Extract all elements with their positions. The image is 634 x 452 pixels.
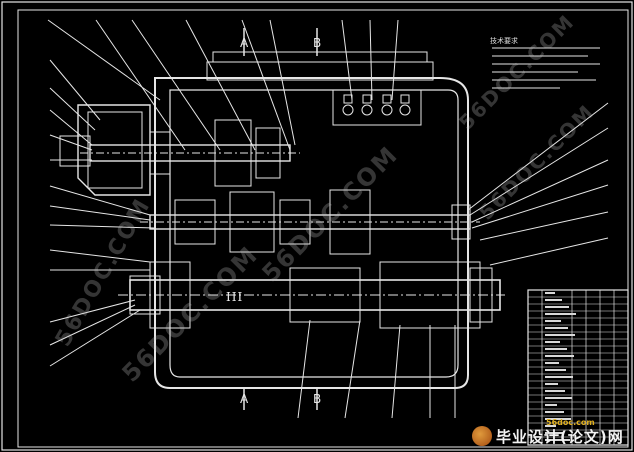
table-cell-text <box>545 292 555 294</box>
table-cell-text <box>545 362 559 364</box>
table-cell-text <box>545 306 569 308</box>
table-cell-text <box>545 355 574 357</box>
logo-text: 毕业设计(论文)网 <box>496 427 624 446</box>
table-cell-text <box>545 341 560 343</box>
table-cell-text <box>545 404 557 406</box>
table-cell-text <box>545 432 563 434</box>
section-label-a-bottom: A <box>240 392 249 406</box>
table-cell-text <box>545 320 561 322</box>
table-cell-text <box>545 425 556 427</box>
table-cell-text <box>545 334 575 336</box>
table-cell-text <box>545 327 568 329</box>
table-cell-text <box>545 397 572 399</box>
table-cell-text <box>545 348 567 350</box>
table-cell-text <box>545 369 566 371</box>
site-url: 56doc.com <box>546 418 595 427</box>
table-cell-text <box>545 376 573 378</box>
table-cell-text <box>545 418 571 420</box>
section-label-b-bottom: B <box>313 392 322 406</box>
logo-mark-icon <box>472 426 492 446</box>
section-label-b-top: B <box>313 36 322 50</box>
table-cell-text <box>545 383 558 385</box>
table-cell-text <box>545 313 576 315</box>
table-cell-text <box>545 411 564 413</box>
table-cell-text <box>545 390 565 392</box>
section-label-a-top: A <box>240 36 249 50</box>
table-cell-text <box>545 299 562 301</box>
shaft-label: III <box>226 290 244 304</box>
site-logo: 毕业设计(论文)网 <box>472 424 630 448</box>
table-cell-text <box>545 439 570 441</box>
technical-notes-title: 技术要求 <box>490 37 518 45</box>
